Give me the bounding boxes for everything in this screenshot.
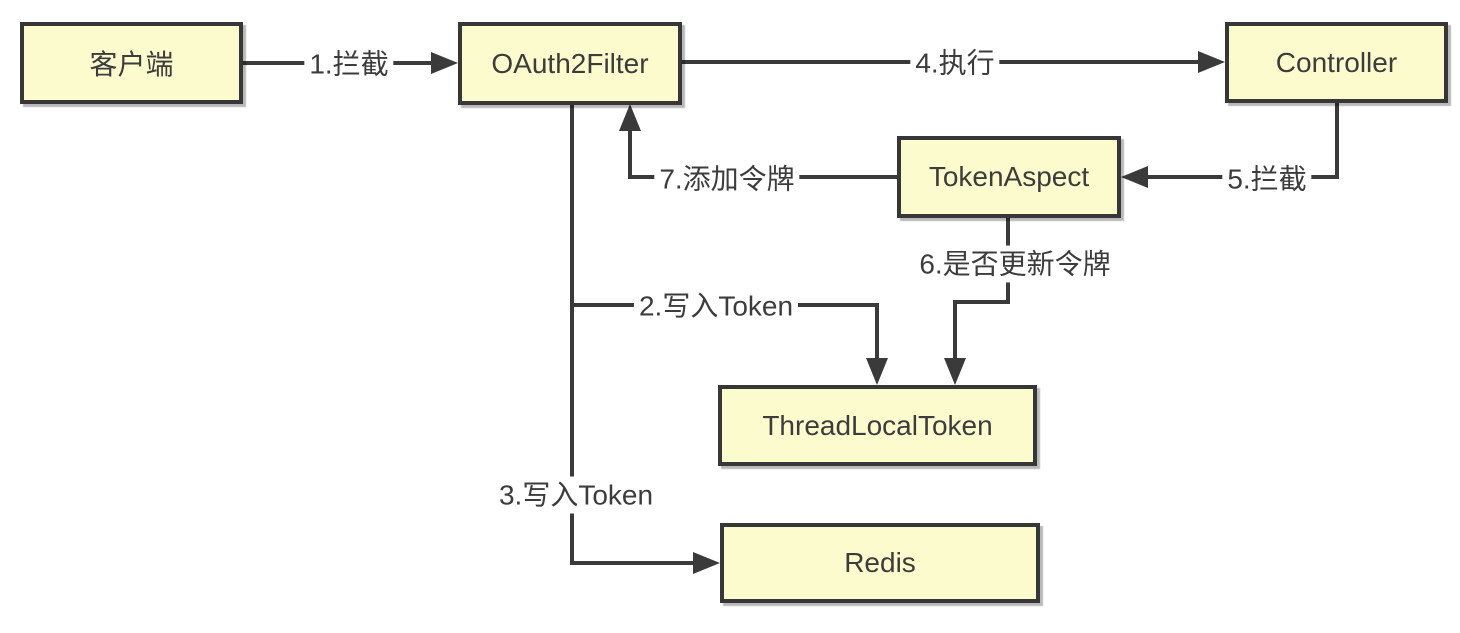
edge-7-label: 7.添加令牌 xyxy=(654,160,800,198)
node-redis: Redis xyxy=(720,523,1040,603)
edge-2-3-trunk-line xyxy=(570,105,574,565)
node-client-label: 客户端 xyxy=(89,49,174,80)
edge-5-line-vertical xyxy=(1335,103,1339,179)
edge-1-arrowhead xyxy=(431,52,458,74)
edge-3-label: 3.写入Token xyxy=(493,476,659,514)
edge-6-line-horizontal xyxy=(953,300,1010,304)
node-redis-label: Redis xyxy=(844,547,916,578)
edge-7-line-vertical xyxy=(628,129,632,179)
edge-6-line-vertical-2 xyxy=(953,302,957,360)
edge-3-arrowhead xyxy=(693,552,720,574)
edge-4-label: 4.执行 xyxy=(910,44,1000,82)
edge-7-arrowhead xyxy=(619,104,641,131)
edge-5-label: 5.拦截 xyxy=(1222,160,1312,198)
node-client: 客户端 xyxy=(20,22,243,104)
edge-1-label: 1.拦截 xyxy=(304,45,394,83)
node-controller: Controller xyxy=(1225,22,1448,103)
edge-2-label: 2.写入Token xyxy=(633,287,799,325)
node-tokenaspect: TokenAspect xyxy=(897,136,1121,218)
edge-5-arrowhead xyxy=(1121,166,1148,188)
node-tokenaspect-label: TokenAspect xyxy=(928,161,1090,192)
edge-2-line-vertical xyxy=(875,303,879,360)
node-oauth2filter: OAuth2Filter xyxy=(458,22,682,105)
node-threadlocaltoken-label: ThreadLocalToken xyxy=(762,409,993,441)
node-threadlocaltoken: ThreadLocalToken xyxy=(718,385,1037,466)
node-oauth2filter-label: OAuth2Filter xyxy=(491,47,649,79)
edge-2-arrowhead xyxy=(866,358,888,385)
edge-3-line-horizontal xyxy=(570,561,696,565)
edge-6-arrowhead xyxy=(944,358,966,385)
edge-4-arrowhead xyxy=(1198,51,1225,73)
edge-6-label: 6.是否更新令牌 xyxy=(914,245,1116,283)
node-controller-label: Controller xyxy=(1275,46,1398,78)
